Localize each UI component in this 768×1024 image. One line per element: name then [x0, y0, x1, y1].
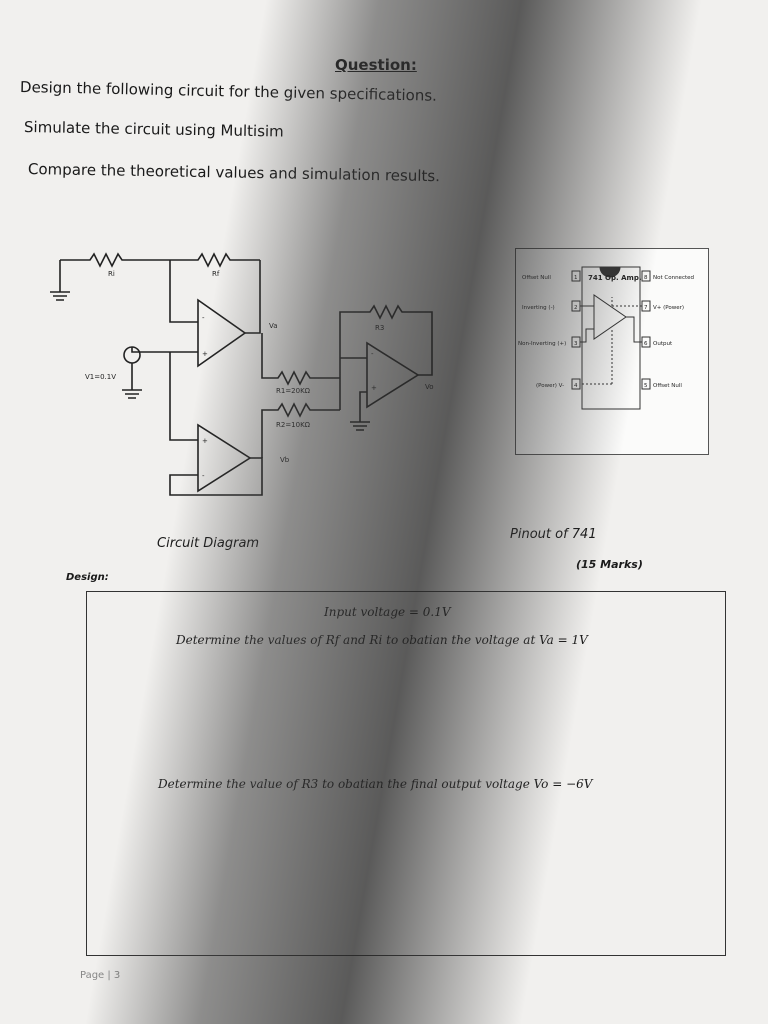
pin8-number: 8 — [644, 275, 648, 281]
opamp3-plus: + — [371, 384, 377, 392]
pinout-caption: Pinout of 741 — [510, 527, 597, 542]
rf-label: Rf — [212, 270, 220, 278]
pin4-number: 4 — [574, 383, 578, 389]
pin1-label: Offset Null — [522, 275, 551, 281]
opamp2-plus: + — [202, 437, 208, 445]
opamp1-plus: + — [202, 350, 208, 358]
pinout-figure: Offset Null Inverting (-) Non-Inverting … — [515, 248, 709, 455]
instruction-design: Design the following circuit for the giv… — [19, 78, 438, 105]
v1-label: V1=0.1V — [85, 373, 116, 381]
vo-label: Vo — [425, 383, 434, 391]
pin2-number: 2 — [574, 305, 578, 311]
va-label: Va — [269, 322, 278, 330]
ri-label: Ri — [108, 270, 115, 278]
r2-label: R2=10KΩ — [276, 421, 311, 429]
instruction-simulate: Simulate the circuit using Multisim — [23, 118, 284, 141]
pin7-number: 7 — [644, 305, 648, 311]
pinout-title: 741 Op. Amp. — [588, 274, 642, 282]
pin3-number: 3 — [574, 341, 578, 347]
pin4-label: (Power) V- — [536, 383, 564, 389]
circuit-caption: Circuit Diagram — [157, 536, 260, 551]
pin3-label: Non-Inverting (+) — [518, 341, 566, 347]
pin8-label: Not Connected — [653, 275, 694, 281]
pin5-label: Offset Null — [653, 383, 682, 389]
question-title: Question: — [335, 56, 417, 74]
page-number: Page | 3 — [80, 970, 121, 981]
vb-label: Vb — [280, 456, 290, 464]
marks-label: (15 Marks) — [576, 558, 643, 571]
opamp1-minus: - — [202, 314, 205, 322]
pin6-number: 6 — [644, 341, 648, 347]
opamp3-minus: - — [371, 350, 374, 358]
pin7-label: V+ (Power) — [653, 305, 684, 311]
r1-label: R1=20KΩ — [276, 387, 311, 395]
input-voltage-text: Input voltage = 0.1V — [324, 605, 451, 619]
pin1-number: 1 — [574, 275, 578, 281]
r3-question: Determine the value of R3 to obatian the… — [158, 777, 593, 791]
r3-label: R3 — [375, 324, 384, 332]
rf-ri-question: Determine the values of Rf and Ri to oba… — [176, 633, 588, 647]
pin5-number: 5 — [644, 383, 648, 389]
circuit-diagram: Ri Rf Va R3 V1=0.1V R1=20KΩ R2=10KΩ Vo V… — [50, 252, 434, 496]
opamp2-minus: - — [202, 472, 205, 480]
design-label: Design: — [66, 572, 109, 583]
instruction-compare: Compare the theoretical values and simul… — [27, 160, 441, 186]
pin6-label: Output — [653, 341, 673, 347]
pin2-label: Inverting (-) — [522, 305, 555, 311]
